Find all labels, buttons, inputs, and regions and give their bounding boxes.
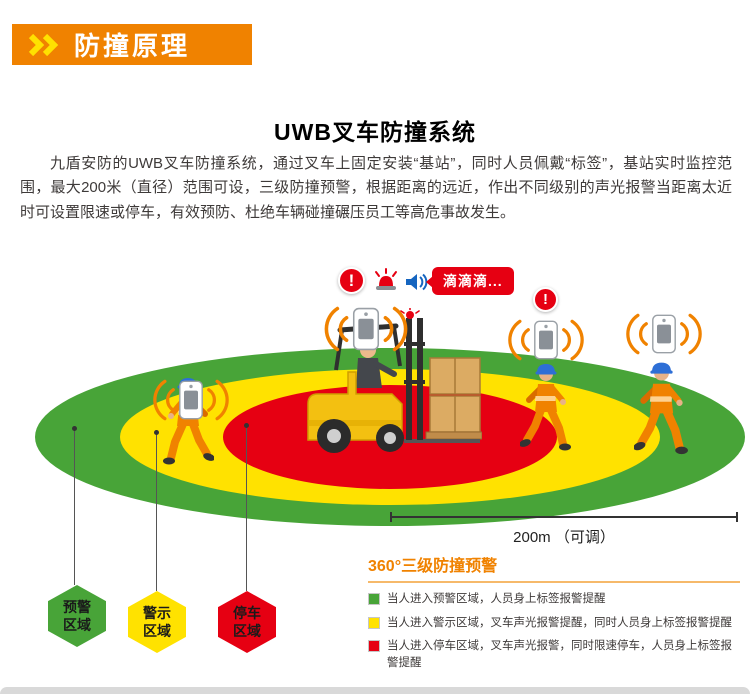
uwb-tag-signal-icon-forklift xyxy=(320,298,412,360)
alert-exclamation-icon-right: ! xyxy=(533,287,558,312)
forklift-illustration xyxy=(307,308,482,453)
zone-badge-alert-line2: 区域 xyxy=(143,623,171,639)
uwb-tag-signal-icon-right-worker xyxy=(504,312,588,368)
worker-figure-right xyxy=(520,358,572,454)
legend-item-stop-text: 当人进入停车区域，叉车声光报警，同时限速停车，人员身上标签报警提醒 xyxy=(387,640,732,670)
legend-item-alert-text: 当人进入警示区域，叉车声光报警提醒，同时人员身上标签报警提醒 xyxy=(387,616,732,629)
alarm-sound-bubble: 滴滴滴... xyxy=(426,267,514,295)
alert-exclamation-icon: ! xyxy=(338,267,365,294)
next-section-divider xyxy=(0,687,750,694)
intro-paragraph: 九盾安防的UWB叉车防撞系统，通过叉车上固定安装“基站”，同时人员佩戴“标签”，… xyxy=(20,155,732,221)
legend-item-warning: 当人进入预警区域，人员身上标签报警提醒 xyxy=(368,591,740,608)
zone-badge-warning: 预警 区域 xyxy=(48,585,106,647)
legend-color-swatch-alert xyxy=(368,616,380,629)
cargo-boxes xyxy=(425,357,482,440)
legend-panel: 360°三级防撞预警 当人进入预警区域，人员身上标签报警提醒 当人进入警示区域，… xyxy=(368,552,740,679)
connector-line-stop xyxy=(246,427,247,591)
zone-badge-stop: 停车 区域 xyxy=(218,591,276,653)
zone-badge-alert: 警示 区域 xyxy=(128,591,186,653)
section-banner: 防撞原理 xyxy=(12,24,252,65)
beacon-light-icon xyxy=(400,308,420,319)
connector-dot-warning xyxy=(71,426,77,431)
legend-color-swatch-stop xyxy=(368,640,380,653)
connector-dot-alert xyxy=(153,430,159,435)
uwb-tag-signal-icon-far-right-worker xyxy=(622,306,706,362)
zone-badge-stop-line2: 区域 xyxy=(233,623,261,639)
range-measure-line xyxy=(390,512,738,522)
legend-item-stop: 当人进入停车区域，叉车声光报警，同时限速停车，人员身上标签报警提醒 xyxy=(368,638,740,671)
connector-line-warning xyxy=(74,430,75,585)
page-title: UWB叉车防撞系统 xyxy=(274,119,476,145)
zone-badge-stop-line1: 停车 xyxy=(233,604,261,621)
double-chevron-icon xyxy=(28,33,59,56)
legend-title: 360°三级防撞预警 xyxy=(368,552,740,583)
zone-badge-alert-line1: 警示 xyxy=(143,604,171,621)
worker-figure-far-right xyxy=(634,356,689,458)
zone-badge-warning-line1: 预警 xyxy=(63,598,91,615)
banner-title: 防撞原理 xyxy=(74,31,191,61)
connector-dot-stop xyxy=(243,423,249,428)
siren-icon xyxy=(375,268,397,290)
legend-item-alert: 当人进入警示区域，叉车声光报警提醒，同时人员身上标签报警提醒 xyxy=(368,615,740,632)
zone-badge-warning-line2: 区域 xyxy=(63,617,91,633)
legend-color-swatch-warning xyxy=(368,593,380,605)
legend-item-warning-text: 当人进入预警区域，人员身上标签报警提醒 xyxy=(387,593,606,605)
uwb-tag-signal-icon-left-worker xyxy=(149,372,233,428)
connector-line-alert xyxy=(156,434,157,591)
range-label: 200m （可调） xyxy=(513,529,615,546)
